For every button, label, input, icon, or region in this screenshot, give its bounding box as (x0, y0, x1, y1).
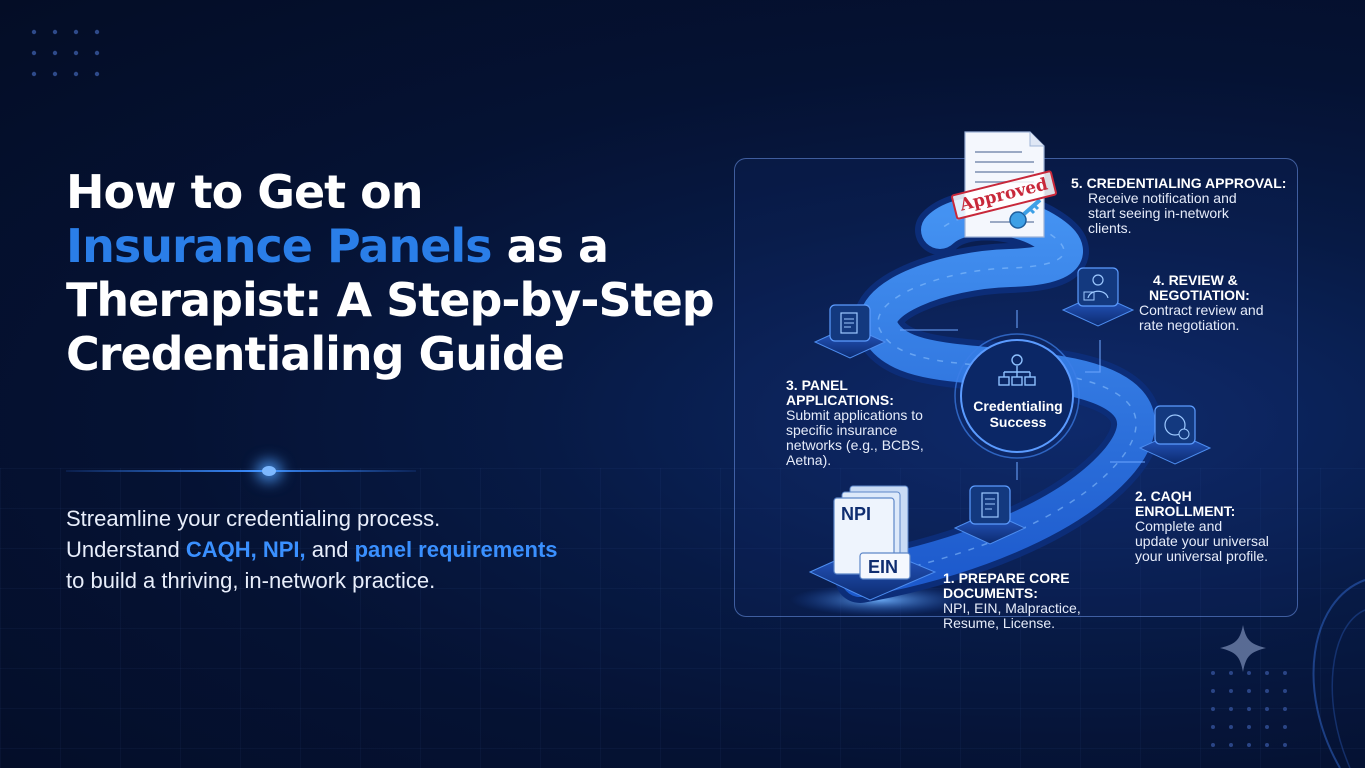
step-3-title: 3. PANEL (786, 377, 848, 393)
title-line-1: How to Get on (66, 165, 424, 219)
decorative-arc-inner (1331, 609, 1365, 768)
step-3-desc-2: specific insurance (786, 422, 898, 438)
subtitle-line-2-prefix: Understand (66, 537, 186, 562)
title-line-4: Credentialing Guide (66, 327, 565, 381)
step-5-desc-3: clients. (1088, 220, 1132, 236)
base-glow (790, 584, 970, 616)
decorative-dots-bottom (1211, 671, 1287, 747)
step-4-desc-1: Contract review and (1139, 302, 1264, 318)
step-2-title-2: ENROLLMENT: (1135, 503, 1236, 519)
subtitle: Streamline your credentialing process. U… (66, 503, 666, 596)
credentialing-success-hub (954, 333, 1080, 459)
npi-label: NPI (841, 504, 871, 524)
step-4-label: 4. REVIEW & NEGOTIATION: Contract review… (1139, 273, 1289, 333)
caqh-enrollment-icon (1138, 405, 1212, 465)
subtitle-highlight-panel: panel requirements (354, 537, 558, 562)
step-5-desc-2: start seeing in-network (1088, 205, 1229, 221)
center-label-line-2: Success (989, 414, 1047, 430)
step-2-title: 2. CAQH (1135, 488, 1192, 504)
step-1-label: 1. PREPARE CORE DOCUMENTS: NPI, EIN, Mal… (943, 571, 1113, 631)
step-5-desc-1: Receive notification and (1088, 190, 1237, 206)
step-5-title: 5. CREDENTIALING APPROVAL: (1071, 175, 1287, 191)
divider-glow (262, 466, 276, 476)
step-1-title-2: DOCUMENTS: (943, 585, 1038, 601)
step-1-desc-1: NPI, EIN, Malpractice, (943, 600, 1081, 616)
center-label-line-1: Credentialing (973, 398, 1063, 414)
document-icon (953, 485, 1027, 545)
subtitle-line-1: Streamline your credentialing process. (66, 506, 441, 531)
sparkle-icon (1220, 625, 1266, 672)
step-1-desc-2: Resume, License. (943, 615, 1056, 631)
step-1-title: 1. PREPARE CORE (943, 570, 1070, 586)
step-3-desc-1: Submit applications to (786, 407, 923, 423)
decorative-dots (31, 29, 100, 77)
key-icon (1009, 198, 1042, 229)
title-line-2: as a (491, 219, 609, 273)
subtitle-and: and (305, 537, 355, 562)
step-3-desc-3: networks (e.g., BCBS, (786, 437, 924, 453)
step-4-title: 4. REVIEW & (1153, 272, 1238, 288)
winding-path (835, 190, 1161, 603)
step-3-title-2: APPLICATIONS: (786, 392, 894, 408)
review-negotiation-icon (1061, 267, 1135, 327)
title-accent: Insurance Panels (66, 219, 493, 273)
step-3-desc-4: Aetna). (786, 452, 832, 468)
page-title: How to Get on Insurance Panels as a Ther… (66, 165, 726, 381)
ein-label: EIN (868, 557, 898, 577)
connector-lines (900, 310, 1145, 480)
step-3-label: 3. PANEL APPLICATIONS: Submit applicatio… (786, 378, 946, 468)
step-2-desc-1: Complete and (1135, 518, 1223, 534)
org-chart-icon (998, 354, 1036, 386)
npi-ein-documents: NPI EIN (808, 485, 937, 601)
step-5-label: 5. CREDENTIALING APPROVAL: Receive notif… (1071, 176, 1291, 236)
divider-line (66, 470, 416, 472)
center-label: Credentialing Success (958, 398, 1078, 430)
decorative-arc (1312, 579, 1365, 768)
subtitle-line-3: to build a thriving, in-network practice… (66, 568, 436, 593)
title-line-3: Therapist: A Step-by-Step (66, 273, 715, 327)
step-4-desc-2: rate negotiation. (1139, 317, 1240, 333)
panel-applications-icon (813, 304, 887, 359)
subtitle-highlight-caqh-npi: CAQH, NPI, (185, 537, 306, 562)
step-2-desc-3: your universal profile. (1135, 548, 1269, 564)
step-2-label: 2. CAQH ENROLLMENT: Complete and update … (1135, 489, 1285, 564)
step-2-desc-2: update your universal (1135, 533, 1269, 549)
step-4-title-2: NEGOTIATION: (1149, 287, 1250, 303)
